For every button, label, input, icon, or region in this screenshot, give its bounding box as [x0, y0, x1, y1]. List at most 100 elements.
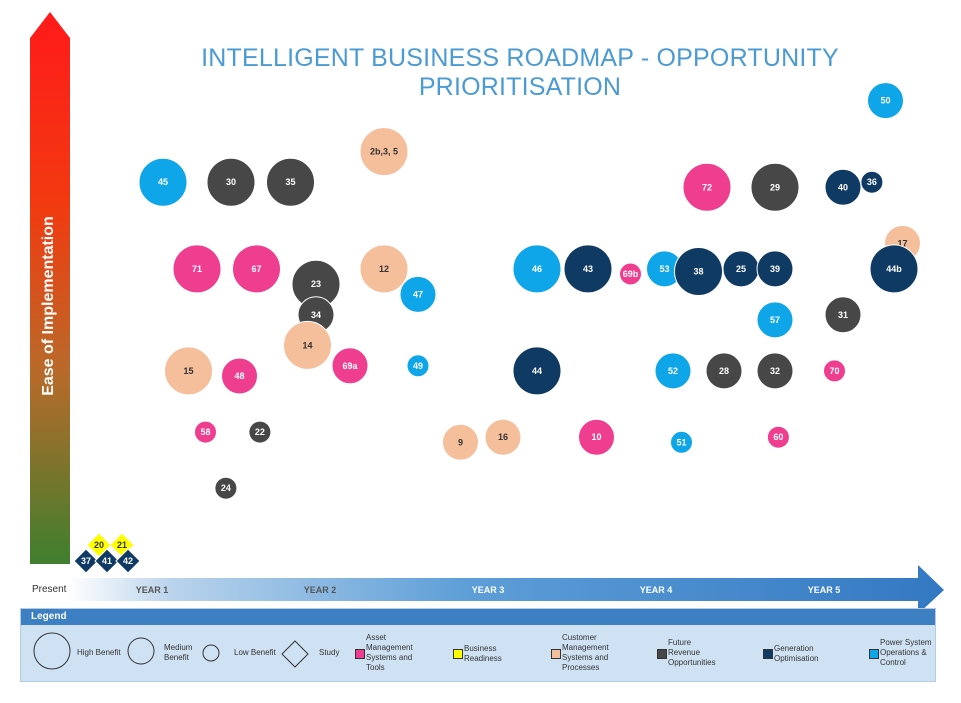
bubble-57: [756, 301, 794, 339]
bubble-69a: [331, 347, 369, 385]
page-title: INTELLIGENT BUSINESS ROADMAP - OPPORTUNI…: [201, 44, 839, 101]
bubble-label: 39: [770, 264, 780, 274]
bubble-label: 49: [413, 361, 423, 371]
legend-asset-swatch: [355, 649, 365, 659]
bubble-label: 31: [838, 310, 848, 320]
bubble-label: 32: [770, 366, 780, 376]
bubble-label: 67: [251, 264, 261, 274]
bubble-69b: [619, 262, 642, 286]
bubble-label: 70: [829, 366, 839, 376]
bubble-label: 53: [659, 264, 669, 274]
bubble-28: [705, 352, 743, 390]
bubble-label: 50: [880, 96, 890, 106]
bubble-label: 69b: [623, 269, 639, 279]
bubble-22: [248, 420, 272, 444]
bubble-32: [756, 352, 794, 390]
legend-generation-label: Generation Optimisation: [774, 644, 819, 663]
legend: Legend High Benefit Medium Benefit Low B…: [20, 608, 936, 682]
legend-medium-benefit-circle: [127, 637, 155, 665]
bubble-12: [359, 244, 409, 294]
legend-future-label: Future Revenue Opportunities: [668, 638, 716, 667]
year-label: YEAR 3: [471, 585, 505, 595]
year-label: YEAR 1: [135, 585, 169, 595]
bubble-label: 16: [498, 432, 508, 442]
study-label: 21: [117, 540, 127, 550]
legend-asset-label: Asset Management Systems and Tools: [366, 633, 413, 672]
legend-high-benefit-label: High Benefit: [77, 648, 121, 657]
bubble-label: 44b: [886, 264, 902, 274]
bubble-label: 58: [200, 427, 210, 437]
bubble-24: [214, 476, 238, 500]
bubble-72: [682, 162, 732, 212]
bubble-39: [756, 250, 794, 288]
legend-high-benefit-circle: [33, 632, 71, 670]
legend-low-benefit-circle: [202, 644, 220, 662]
bubble-label: 22: [255, 427, 265, 437]
bubble-label: 10: [591, 432, 601, 442]
bubble-48: [221, 357, 258, 395]
bubble-label: 57: [770, 315, 780, 325]
bubble-label: 12: [379, 264, 389, 274]
bubble-label: 45: [158, 177, 168, 187]
bubble-10: [578, 418, 615, 456]
legend-medium-benefit-label: Medium Benefit: [164, 643, 193, 662]
legend-title: Legend: [21, 609, 935, 625]
bubble-52: [654, 352, 692, 390]
bubble-label: 29: [770, 182, 780, 192]
bubble-46: [512, 244, 562, 294]
bubble-label: 14: [302, 340, 312, 350]
bubble-label: 46: [532, 264, 542, 274]
bubble-47: [399, 275, 437, 313]
year-label: YEAR 4: [639, 585, 673, 595]
study-diamond-42: [115, 548, 141, 574]
present-label: Present: [32, 584, 67, 595]
legend-customer-swatch: [551, 649, 561, 659]
bubble-36: [860, 170, 884, 194]
study-label: 42: [123, 556, 133, 566]
bubble-label: 69a: [342, 361, 358, 371]
legend-customer-label: Customer Management Systems and Processe…: [562, 633, 609, 672]
bubble-29: [750, 162, 800, 212]
study-diamond-41: [94, 548, 120, 574]
bubble-label: 36: [867, 177, 877, 187]
legend-generation-swatch: [763, 649, 773, 659]
legend-shapes: [33, 632, 309, 670]
bubble-49: [406, 354, 430, 378]
legend-business-swatch: [453, 649, 463, 659]
study-label: 41: [102, 556, 112, 566]
bubble-38: [674, 246, 723, 296]
bubble-label: 9: [458, 437, 463, 447]
year-label: YEAR 5: [807, 585, 841, 595]
bubble-label: 2b,3, 5: [370, 147, 398, 157]
bubble-label: 24: [221, 483, 231, 493]
legend-study-diamond: [281, 640, 309, 668]
bubble-70: [823, 359, 846, 383]
bubble-label: 47: [413, 289, 423, 299]
bubble-44b: [869, 244, 919, 294]
bubble-35: [266, 157, 315, 207]
bubble-44: [512, 346, 562, 396]
bubble-40: [824, 168, 862, 206]
year-label: YEAR 2: [303, 585, 337, 595]
bubble-label: 60: [773, 432, 783, 442]
ease-axis-bar: [30, 12, 70, 564]
bubble-14: [283, 320, 332, 370]
bubble-31: [824, 296, 862, 334]
bubble-label: 52: [668, 366, 678, 376]
time-axis-arrow: [68, 565, 944, 614]
legend-low-benefit-label: Low Benefit: [234, 648, 276, 657]
bubble-label: 71: [192, 264, 202, 274]
legend-business-label: Business Readiness: [464, 644, 502, 663]
bubble-30: [206, 157, 256, 207]
bubble-label: 23: [311, 279, 321, 289]
bubble-9: [442, 423, 479, 461]
bubble-51: [670, 430, 693, 454]
legend-power-swatch: [869, 649, 879, 659]
bubble-43: [563, 244, 613, 294]
bubble-label: 34: [311, 310, 321, 320]
bubble-16: [484, 418, 522, 456]
legend-future-swatch: [657, 649, 667, 659]
bubble-label: 28: [719, 366, 729, 376]
bubble-label: 48: [234, 371, 244, 381]
